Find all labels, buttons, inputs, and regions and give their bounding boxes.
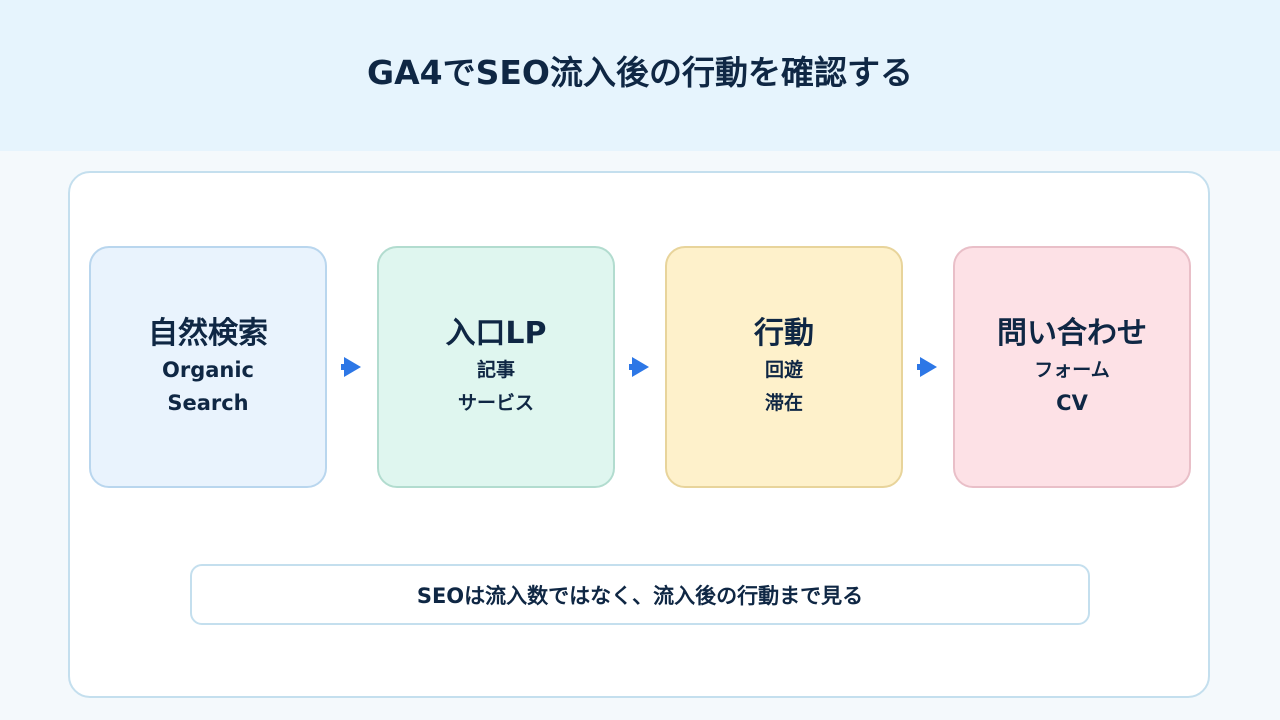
step-line: 滞在 — [764, 392, 803, 414]
step-title: 問い合わせ — [997, 316, 1147, 351]
step-line: 回遊 — [764, 359, 803, 381]
summary-note-text: SEOは流入数ではなく、流入後の行動まで見る — [416, 583, 864, 608]
arrow-right-icon — [629, 357, 649, 377]
summary-note: SEOは流入数ではなく、流入後の行動まで見る — [190, 564, 1090, 625]
arrow-right-icon — [917, 357, 937, 377]
step-organic-search: 自然検索 Organic Search — [89, 246, 327, 488]
step-line: 記事 — [476, 359, 515, 381]
step-title: 行動 — [754, 316, 814, 351]
step-landing-page: 入口LP 記事 サービス — [377, 246, 615, 488]
step-behavior: 行動 回遊 滞在 — [665, 246, 903, 488]
step-inquiry: 問い合わせ フォーム CV — [953, 246, 1191, 488]
step-line: CV — [1056, 391, 1088, 415]
step-line: サービス — [457, 392, 534, 414]
step-title: 入口LP — [445, 316, 547, 351]
step-line: フォーム — [1034, 359, 1110, 381]
step-line: Organic — [161, 358, 254, 382]
step-title: 自然検索 — [148, 316, 268, 351]
step-line: Search — [167, 391, 249, 415]
header-banner: GA4でSEO流入後の行動を確認する — [0, 0, 1280, 151]
arrow-right-icon — [341, 357, 361, 377]
page-title: GA4でSEO流入後の行動を確認する — [367, 52, 913, 92]
